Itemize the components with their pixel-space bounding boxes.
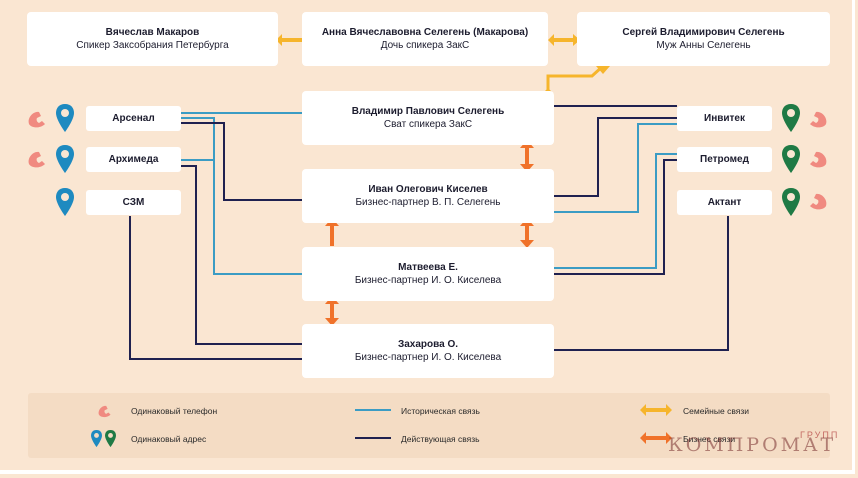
person-role: Дочь спикера ЗакС	[380, 40, 470, 51]
address-pin-icon	[56, 145, 74, 173]
line-szm-zakharova	[129, 216, 302, 360]
historical-line-swatch	[355, 409, 391, 411]
line-arsenal-ivan	[181, 122, 302, 201]
company-petromed: Петромед	[677, 147, 772, 172]
family-link-sergey-vladimir	[546, 64, 605, 90]
family-arrow-swatch	[640, 404, 672, 416]
line-petromed-matveeva	[554, 153, 677, 269]
line-aktant-zakharova	[554, 216, 729, 351]
legend-same-address: Одинаковый адрес	[131, 434, 207, 444]
person-role: Бизнес-партнер В. П. Селегень	[355, 197, 501, 208]
address-pin-icon	[105, 430, 116, 447]
person-name: Матвеева Е.	[398, 262, 458, 273]
person-vladimir: Владимир Павлович Селегень Сват спикера …	[302, 91, 554, 145]
legend-historical: Историческая связь	[401, 406, 480, 416]
address-pin-icon	[91, 430, 102, 447]
legend-same-phone: Одинаковый телефон	[131, 406, 218, 416]
line-arkhimeda-zakharova	[181, 165, 302, 345]
company-arkhimeda: Архимеда	[86, 147, 181, 172]
person-role: Сват спикера ЗакС	[383, 119, 473, 130]
company-aktant: Актант	[677, 190, 772, 215]
company-szm: СЗМ	[86, 190, 181, 215]
address-pin-icon	[56, 188, 74, 216]
phone-icon	[810, 111, 827, 128]
phone-icon	[28, 111, 45, 128]
company-invitek: Инвитек	[677, 106, 772, 131]
phone-icon	[810, 193, 827, 210]
person-role: Бизнес-партнер И. О. Киселева	[354, 275, 502, 286]
person-matveeva: Матвеева Е. Бизнес-партнер И. О. Киселев…	[302, 247, 554, 301]
line-invitek-ivan-current	[554, 117, 677, 197]
legend-business: Бизнес связи	[683, 434, 736, 444]
legend-current: Действующая связь	[401, 434, 480, 444]
person-ivan: Иван Олегович Киселев Бизнес-партнер В. …	[302, 169, 554, 223]
person-name: Иван Олегович Киселев	[368, 184, 488, 195]
person-name: Вячеслав Макаров	[105, 27, 200, 38]
person-zakharova: Захарова О. Бизнес-партнер И. О. Киселев…	[302, 324, 554, 378]
line-invitek-ivan	[554, 123, 677, 213]
person-role: Спикер Заксобрания Петербурга	[76, 40, 229, 51]
person-name: Сергей Владимирович Селегень	[622, 27, 785, 38]
person-role: Бизнес-партнер И. О. Киселева	[354, 352, 502, 363]
person-sergey: Сергей Владимирович Селегень Муж Анны Се…	[577, 12, 830, 66]
phone-icon	[810, 151, 827, 168]
person-anna: Анна Вячеславовна Селегень (Макарова) До…	[302, 12, 548, 66]
phone-icon	[98, 405, 111, 418]
legend-panel: Одинаковый телефон Одинаковый адрес Исто…	[28, 393, 830, 458]
phone-icon	[28, 151, 45, 168]
address-pin-icon	[56, 104, 74, 132]
watermark-logo: КОМПРОМАТ	[668, 434, 837, 456]
person-name: Анна Вячеславовна Селегень (Макарова)	[321, 27, 529, 38]
address-pin-icon	[782, 188, 800, 216]
legend-family: Семейные связи	[683, 406, 749, 416]
person-makarov: Вячеслав Макаров Спикер Заксобрания Пете…	[27, 12, 278, 66]
line-arsenal-matveeva	[181, 117, 302, 275]
address-pin-icon	[782, 145, 800, 173]
watermark-small: ГРУПП	[800, 430, 840, 440]
address-pin-icon	[782, 104, 800, 132]
business-arrows	[325, 140, 534, 326]
person-name: Владимир Павлович Селегень	[351, 106, 505, 117]
company-arsenal: Арсенал	[86, 106, 181, 131]
person-name: Захарова О.	[397, 339, 459, 350]
person-role: Муж Анны Селегень	[656, 40, 751, 51]
business-arrow-swatch	[640, 432, 672, 444]
line-petromed-matveeva-current	[554, 159, 677, 275]
current-line-swatch	[355, 437, 391, 439]
